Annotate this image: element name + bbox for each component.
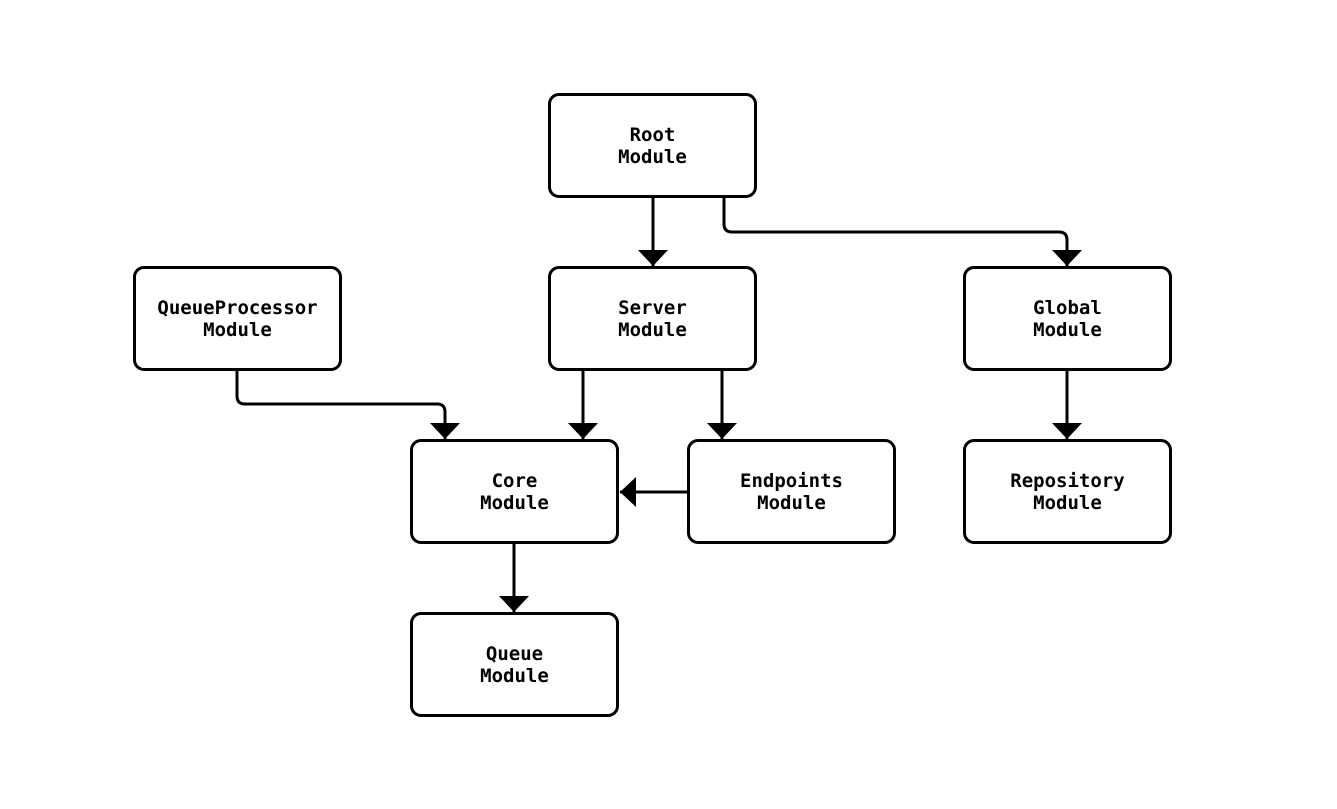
node-label: Root bbox=[629, 123, 676, 146]
node-label: Module bbox=[618, 318, 687, 341]
node-core-module: Core Module bbox=[410, 439, 619, 544]
node-label: Module bbox=[1033, 318, 1102, 341]
node-queueprocessor-module: QueueProcessor Module bbox=[133, 266, 342, 371]
node-label: Module bbox=[757, 491, 826, 514]
node-label: Module bbox=[618, 145, 687, 168]
node-label: Endpoints bbox=[740, 469, 843, 492]
node-label: Repository bbox=[1010, 469, 1125, 492]
node-server-module: Server Module bbox=[548, 266, 757, 371]
edge-root-to-global bbox=[722, 198, 1082, 266]
node-label: Module bbox=[480, 491, 549, 514]
node-queue-module: Queue Module bbox=[410, 612, 619, 717]
edge-queueprocessor-to-core bbox=[235, 371, 460, 439]
node-label: Module bbox=[203, 318, 272, 341]
node-endpoints-module: Endpoints Module bbox=[687, 439, 896, 544]
node-label: Server bbox=[618, 296, 687, 319]
node-label: QueueProcessor bbox=[157, 296, 318, 319]
node-label: Queue bbox=[485, 642, 544, 665]
node-label: Module bbox=[480, 664, 549, 687]
node-label: Global bbox=[1033, 296, 1102, 319]
node-repository-module: Repository Module bbox=[963, 439, 1172, 544]
node-global-module: Global Module bbox=[963, 266, 1172, 371]
node-label: Core bbox=[491, 469, 538, 492]
node-label: Module bbox=[1033, 491, 1102, 514]
node-root-module: Root Module bbox=[548, 93, 757, 198]
